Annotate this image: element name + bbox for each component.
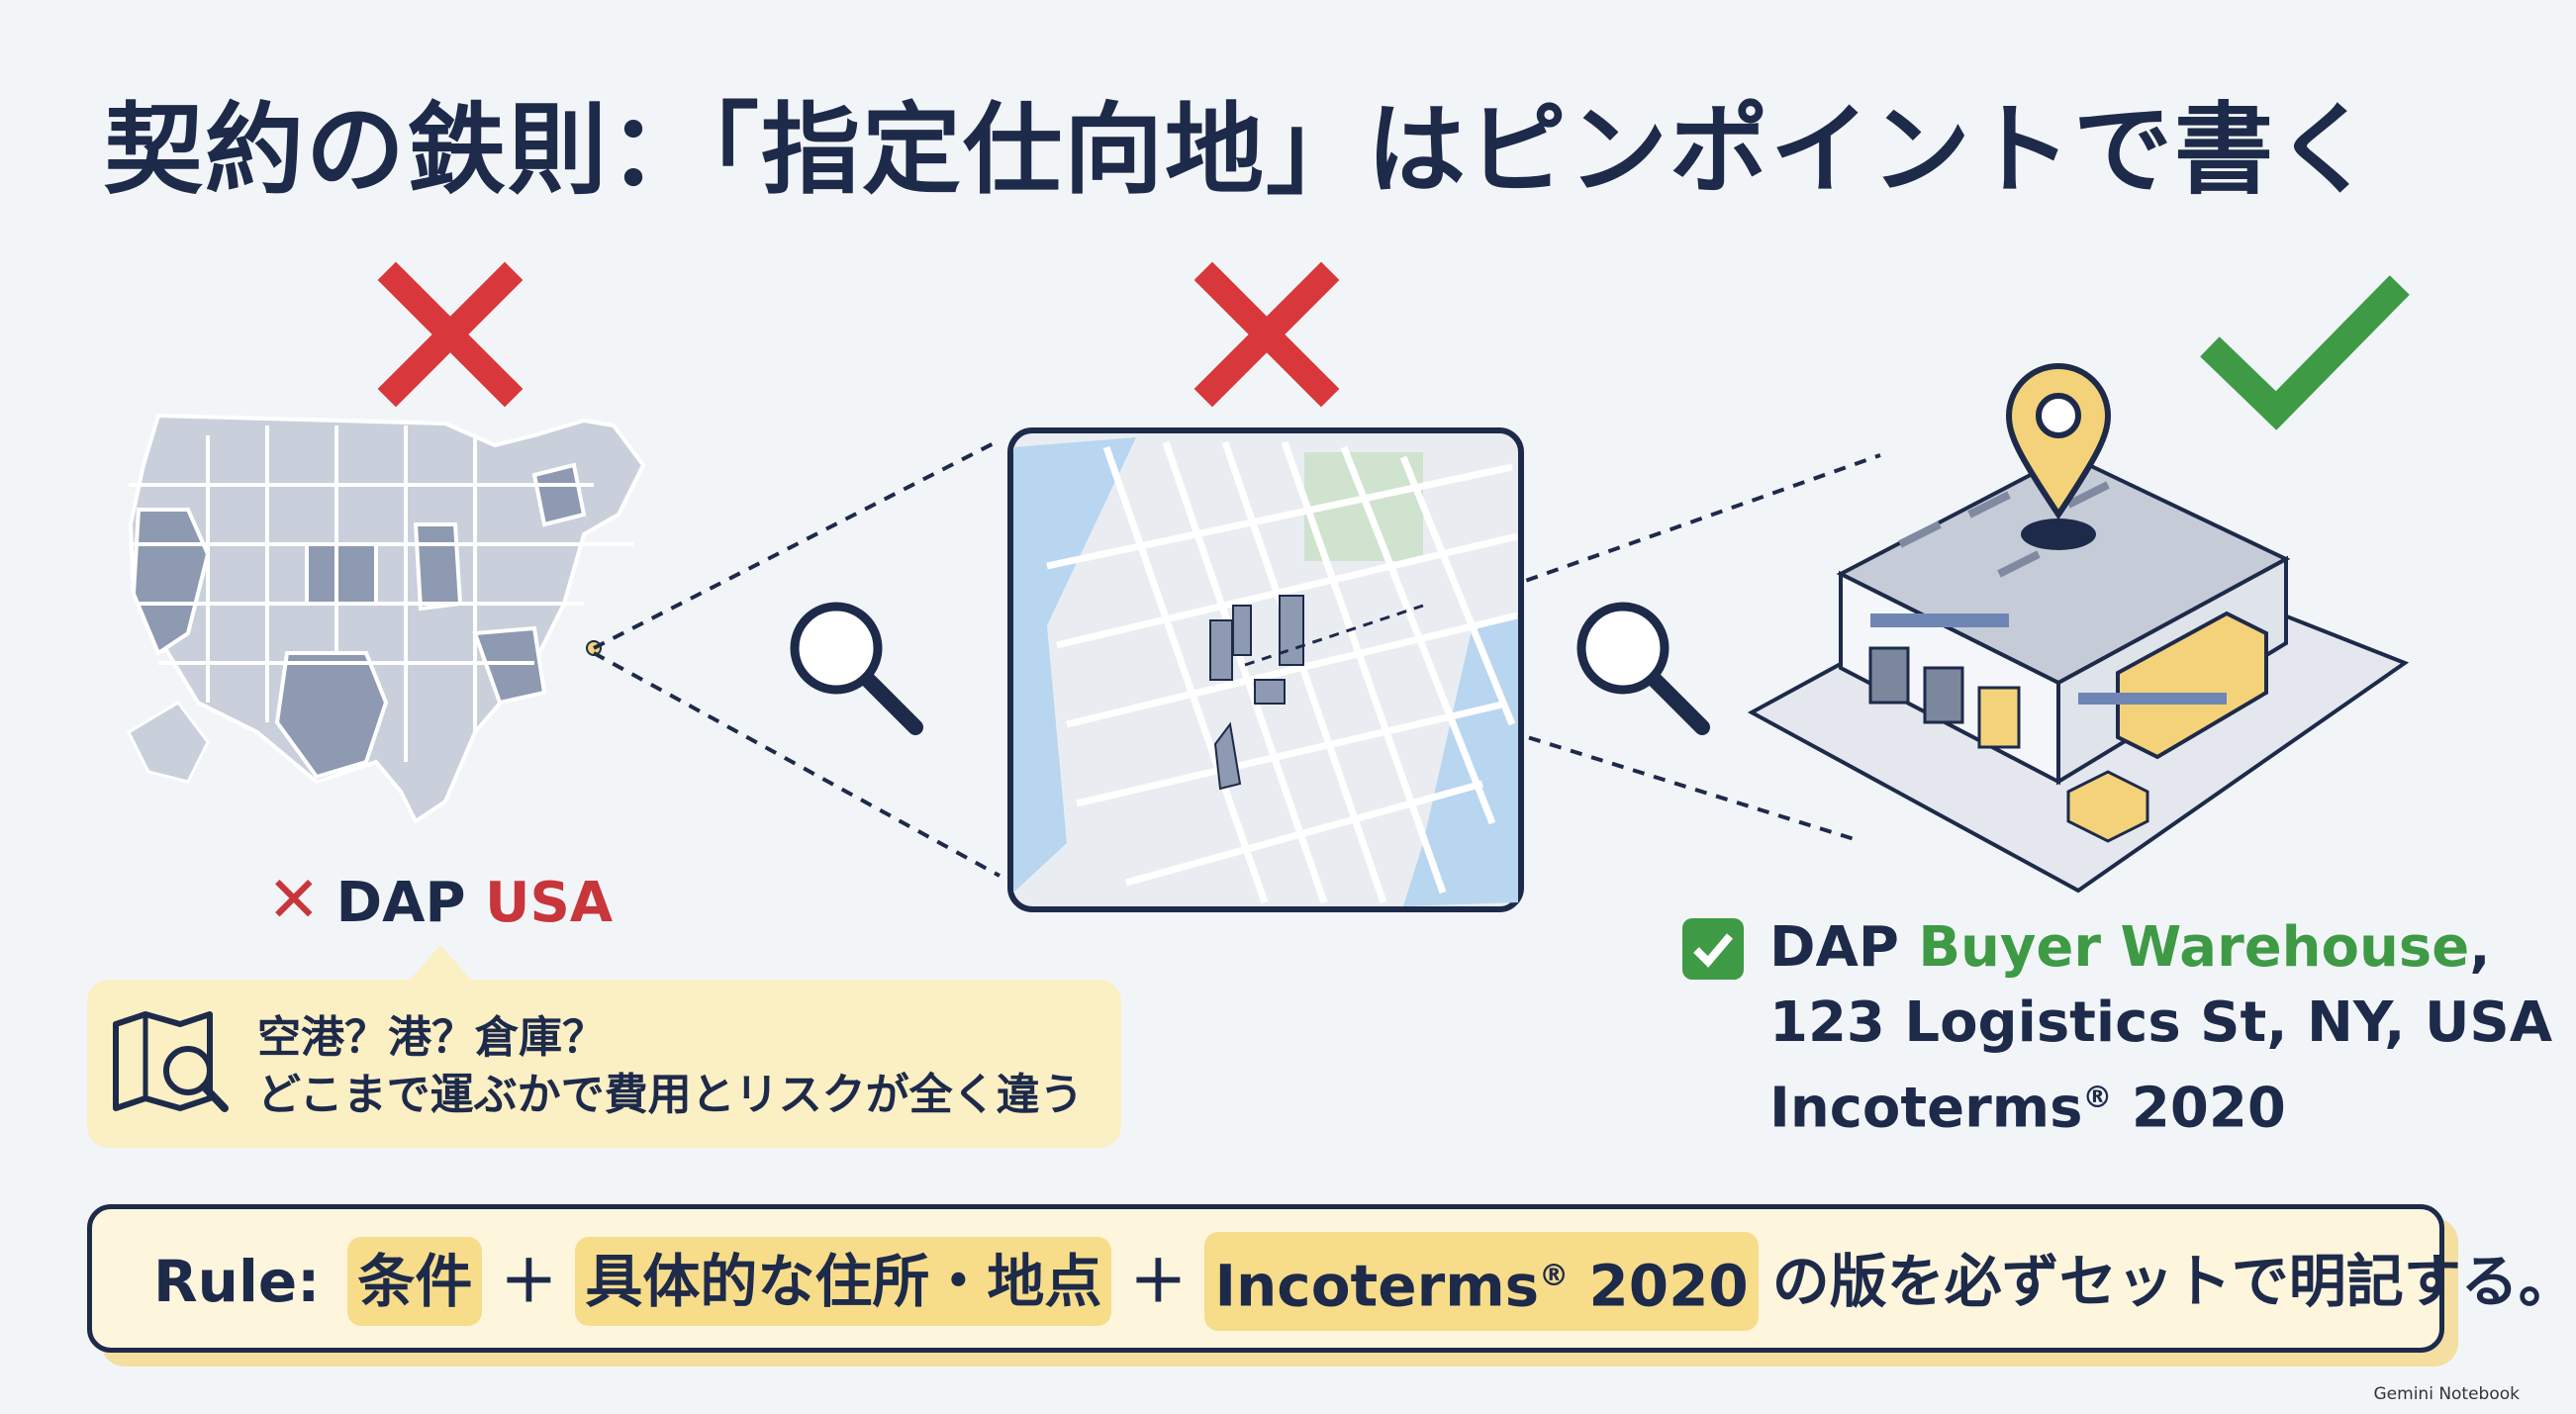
location-pin-icon <box>2005 363 2112 550</box>
buyer-warehouse-illustration <box>1747 363 2410 894</box>
cross-mark-icon <box>377 261 524 408</box>
magnifier-icon <box>790 602 923 735</box>
callout-bubble <box>87 980 1121 1148</box>
callout-text: 空港？港？倉庫？ どこまで運ぶかで費用とリスクが全く違う <box>257 1012 1084 1120</box>
footer-brand: Gemini Notebook <box>2373 1384 2521 1404</box>
cross-mark-icon <box>1193 261 1340 408</box>
page-title: 契約の鉄則：「指定仕向地」はピンポイントで書く <box>104 92 2376 208</box>
check-mark-icon <box>2200 275 2410 430</box>
map-search-icon <box>113 1011 229 1112</box>
callout-pointer <box>406 945 475 985</box>
checkbox-checked-icon <box>1682 918 1744 980</box>
rule-text: Rule: 条件 ＋ 具体的な住所・地点 ＋ Incoterms® 2020 の… <box>153 1232 2576 1331</box>
city-map <box>1007 427 1524 912</box>
cross-mark-icon: ✕ <box>267 864 321 937</box>
usa-map <box>127 413 646 824</box>
wrong-destination-label: ✕DAP USA <box>267 864 614 937</box>
magnifier-icon <box>1576 602 1710 735</box>
correct-destination-label: DAP Buyer Warehouse, 123 Logistics St, N… <box>1769 915 2553 1141</box>
